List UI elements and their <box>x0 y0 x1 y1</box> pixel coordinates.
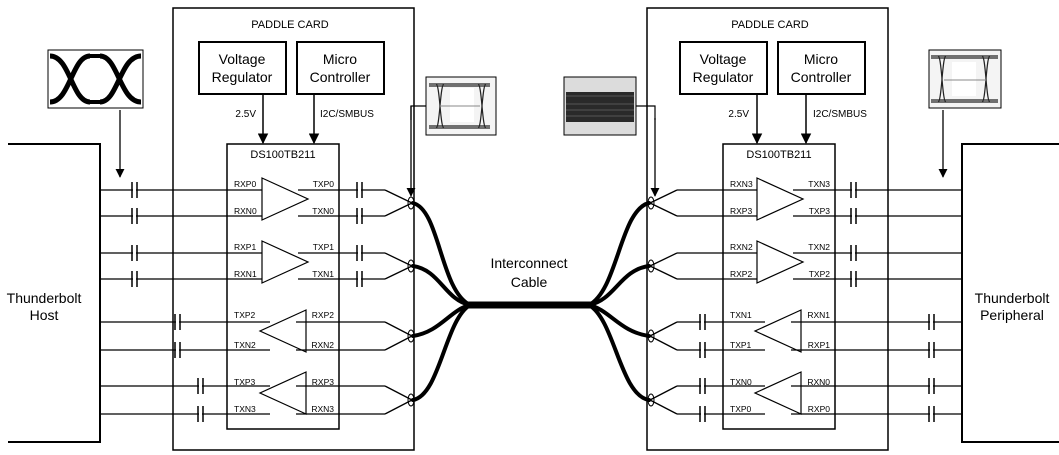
pin-label: TXN2 <box>808 242 830 252</box>
peripheral-label-line1: Thunderbolt <box>975 290 1050 306</box>
left-regulator-line2: Regulator <box>212 69 273 85</box>
left-buffer-3 <box>258 371 307 415</box>
pin-label: RXN0 <box>807 377 830 387</box>
right-voltage-label: 2.5V <box>728 109 749 120</box>
pin-label: RXP1 <box>808 340 830 350</box>
pin-label: RXP3 <box>312 377 334 387</box>
left-buffer-0 <box>261 177 310 221</box>
right-card-title: PADDLE CARD <box>731 19 808 31</box>
pin-label: RXN3 <box>311 404 334 414</box>
left-card-title: PADDLE CARD <box>251 19 328 31</box>
pin-label: TXP3 <box>234 377 256 387</box>
right-signal-lines <box>649 189 962 415</box>
right-buffer-1 <box>753 309 802 353</box>
pin-label: TXP2 <box>809 269 831 279</box>
left-buffer-1 <box>261 240 310 284</box>
right-buffer-2 <box>756 240 805 284</box>
pin-label: TXN3 <box>234 404 256 414</box>
interconnect-cable: Interconnect Cable <box>411 201 651 402</box>
right-buffer-0 <box>753 371 802 415</box>
right-regulator-line2: Regulator <box>693 69 754 85</box>
pin-label: RXP2 <box>730 269 752 279</box>
left-micro-controller-box <box>296 41 385 95</box>
host-label-line1: Thunderbolt <box>7 290 82 306</box>
pin-label: RXP0 <box>808 404 830 414</box>
right-micro-line1: Micro <box>804 51 838 67</box>
right-chip-name: DS100TB211 <box>746 149 811 161</box>
right-micro-line2: Controller <box>791 69 852 85</box>
eye-diagram-peripheral-input <box>928 49 1002 178</box>
pin-label: RXP1 <box>234 242 256 252</box>
pin-label: TXP1 <box>313 242 335 252</box>
left-voltage-label: 2.5V <box>235 109 256 120</box>
left-paddle-card: PADDLE CARD Voltage Regulator Micro Cont… <box>100 7 415 451</box>
thunderbolt-host: Thunderbolt Host <box>7 143 101 443</box>
left-voltage-regulator-box <box>198 41 287 95</box>
left-buffer-2 <box>258 309 307 353</box>
right-paddle-card: PADDLE CARD Voltage Regulator Micro Cont… <box>646 7 962 451</box>
cable-label-line2: Cable <box>511 274 548 290</box>
pin-label: TXN2 <box>234 340 256 350</box>
pin-label: RXP0 <box>234 179 256 189</box>
right-capacitors <box>699 182 935 422</box>
pin-label: RXN2 <box>311 340 334 350</box>
left-pair-markers <box>407 196 415 407</box>
eye-diagram-after-cable <box>563 76 660 197</box>
pin-label: RXN0 <box>234 206 257 216</box>
pin-label: RXN3 <box>730 179 753 189</box>
left-capacitors <box>131 182 363 422</box>
pin-label: TXN0 <box>730 377 752 387</box>
pin-label: RXN1 <box>234 269 257 279</box>
cable-label-line1: Interconnect <box>490 255 567 271</box>
pin-label: TXP1 <box>730 340 752 350</box>
peripheral-label-line2: Peripheral <box>980 307 1044 323</box>
thunderbolt-peripheral: Thunderbolt Peripheral <box>961 143 1059 443</box>
pin-label: TXP3 <box>809 206 831 216</box>
right-micro-controller-box <box>777 41 866 95</box>
right-regulator-line1: Voltage <box>700 51 747 67</box>
pin-label: TXP0 <box>730 404 752 414</box>
right-pair-markers <box>647 196 655 407</box>
pin-label: TXN1 <box>312 269 334 279</box>
left-bus-label: I2C/SMBUS <box>320 109 374 120</box>
left-chip-name: DS100TB211 <box>250 149 315 161</box>
pin-label: TXN1 <box>730 310 752 320</box>
left-micro-line1: Micro <box>323 51 357 67</box>
eye-diagram-host-output <box>47 49 144 178</box>
pin-label: TXN0 <box>312 206 334 216</box>
pin-label: TXN3 <box>808 179 830 189</box>
pin-label: RXP2 <box>312 310 334 320</box>
left-micro-line2: Controller <box>310 69 371 85</box>
left-signal-lines <box>100 189 413 415</box>
pin-label: RXP3 <box>730 206 752 216</box>
right-voltage-regulator-box <box>679 41 768 95</box>
left-regulator-line1: Voltage <box>219 51 266 67</box>
pin-label: TXP0 <box>313 179 335 189</box>
pin-label: RXN2 <box>730 242 753 252</box>
left-chip-ds100tb211 <box>226 143 340 430</box>
eye-diagram-left-card-output <box>406 76 497 197</box>
pin-label: RXN1 <box>807 310 830 320</box>
right-bus-label: I2C/SMBUS <box>813 109 867 120</box>
right-chip-ds100tb211 <box>722 143 836 430</box>
host-label-line2: Host <box>30 307 59 323</box>
right-buffer-3 <box>756 177 805 221</box>
pin-label: TXP2 <box>234 310 256 320</box>
